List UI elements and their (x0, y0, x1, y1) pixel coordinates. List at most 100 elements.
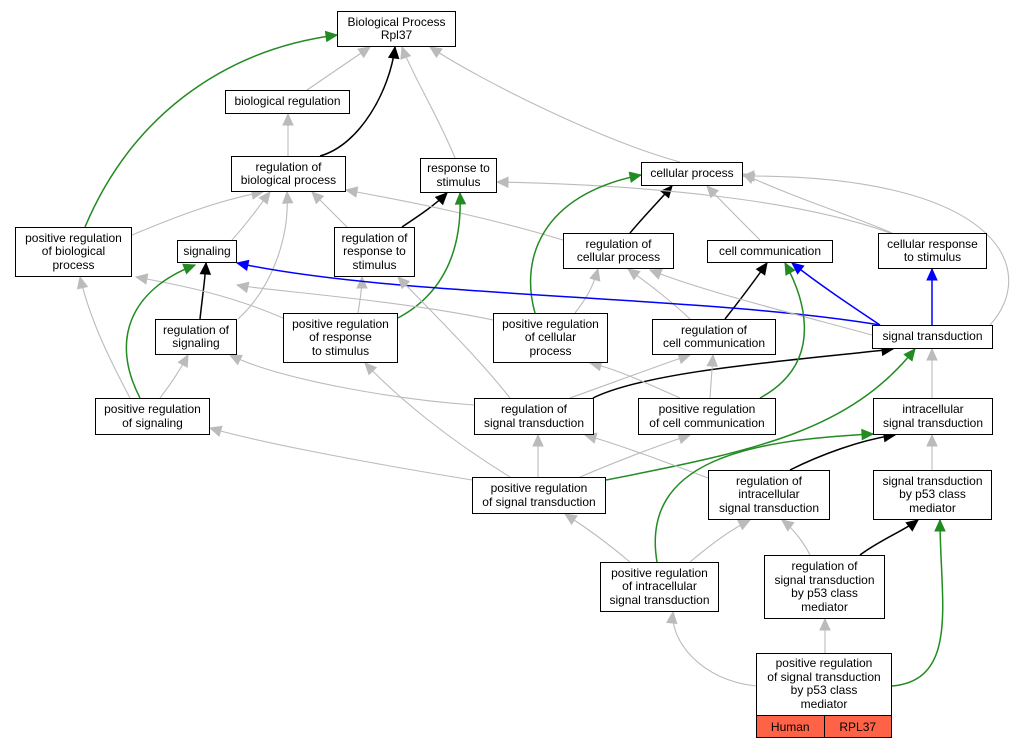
edge-arrowhead (737, 519, 752, 531)
node-label: positive regulation of signal transducti… (482, 481, 596, 509)
node-positive-regulation-of-cellular-process[interactable]: positive regulation of cellular process (493, 313, 608, 363)
gene-tag[interactable]: RPL37 (823, 716, 891, 737)
edge-arrowhead (357, 46, 371, 59)
node-label: cell communication (718, 243, 822, 258)
edge-arrowhead (677, 433, 692, 445)
edge-is-a (496, 181, 891, 234)
node-regulation-of-signal-transduction[interactable]: regulation of signal transduction (474, 398, 594, 435)
edge-is-a (564, 513, 631, 563)
node-positive-regulation-of-signal-transduction[interactable]: positive regulation of signal transducti… (472, 477, 606, 514)
node-regulation-of-signaling[interactable]: regulation of signaling (155, 319, 237, 355)
edge-arrowhead (741, 170, 755, 182)
edge-arrowhead (784, 261, 796, 276)
edge-arrowhead (781, 519, 795, 532)
node-cellular-process[interactable]: cellular process (641, 162, 743, 186)
node-signal-transduction-by-p53[interactable]: signal transduction by p53 class mediato… (873, 470, 992, 520)
edge-arrowhead (677, 353, 692, 365)
edge-arrowhead (926, 267, 938, 281)
node-label: intracellular signal transduction (882, 402, 984, 430)
node-label: signal transduction (882, 329, 983, 344)
edge-positively-regulates (529, 174, 642, 314)
edge-positively-regulates (759, 262, 806, 399)
edge-arrowhead (903, 348, 916, 362)
edge-is-a (79, 276, 131, 399)
edge-positively-regulates (891, 519, 944, 687)
node-signal-transduction[interactable]: signal transduction (872, 325, 993, 349)
edge-arrowhead (324, 30, 339, 43)
edge-positively-regulates (654, 433, 874, 563)
edge-is-a (401, 46, 456, 159)
edge-arrowhead (228, 354, 243, 366)
edge-is-a (229, 354, 475, 406)
edge-arrowhead (666, 610, 678, 625)
edge-positively-regulates (84, 34, 338, 228)
edge-arrowhead (861, 428, 875, 441)
node-label: positive regulation of cell communicatio… (649, 402, 765, 430)
edge-arrowhead (706, 185, 720, 199)
node-regulation-of-intracellular-signal-transduction[interactable]: regulation of intracellular signal trans… (708, 470, 830, 520)
node-label: positive regulation of response to stimu… (292, 316, 389, 358)
node-intracellular-signal-transduction[interactable]: intracellular signal transduction (873, 398, 993, 435)
node-regulation-of-cellular-process[interactable]: regulation of cellular process (563, 233, 674, 269)
node-positive-regulation-of-signal-transduction-by-p53[interactable]: positive regulation of signal transducti… (756, 653, 892, 738)
edge-arrowhead (628, 171, 643, 183)
edge-arrowhead (364, 362, 378, 376)
edge-positively-regulates (605, 348, 916, 481)
species-tag[interactable]: Human (757, 716, 824, 737)
edge-is-a (236, 284, 494, 321)
node-regulation-of-biological-process[interactable]: regulation of biological process (231, 156, 346, 192)
node-label: positive regulation of signal transducti… (767, 656, 881, 711)
node-cell-communication[interactable]: cell communication (707, 240, 833, 263)
node-positive-regulation-of-signaling[interactable]: positive regulation of signaling (95, 398, 210, 435)
edge-arrowhead (926, 433, 938, 447)
edge-arrowhead (282, 112, 294, 126)
edge-regulates (319, 46, 396, 157)
edge-is-a (429, 46, 681, 163)
node-label: regulation of signal transduction by p53… (774, 559, 875, 614)
edge-arrowhead (397, 276, 411, 290)
node-regulation-of-signal-transduction-by-p53[interactable]: regulation of signal transduction by p53… (764, 555, 885, 619)
edge-arrowhead (648, 268, 663, 280)
node-label: signal transduction by p53 class mediato… (882, 473, 983, 515)
node-label: regulation of response to stimulus (341, 230, 408, 272)
edge-arrowhead (344, 186, 359, 198)
node-biological-process-rpl37[interactable]: Biological Process Rpl37 (337, 11, 456, 47)
edge-is-a (579, 434, 691, 478)
node-label: response to stimulus (427, 161, 490, 189)
edge-arrowhead (627, 268, 641, 281)
edge-arrowhead (428, 46, 443, 59)
edge-arrowhead (905, 519, 919, 532)
node-label: biological regulation (234, 94, 341, 109)
edge-arrowhead (177, 353, 189, 368)
node-signaling[interactable]: signaling (177, 240, 237, 263)
node-cellular-response-to-stimulus[interactable]: cellular response to stimulus (878, 233, 987, 269)
edge-arrowhead (791, 262, 805, 275)
edge-is-a (397, 276, 511, 399)
edge-arrowhead (76, 275, 89, 290)
edge-arrowhead (182, 263, 197, 275)
edge-part-of (791, 262, 881, 326)
edge-arrowhead (281, 190, 294, 204)
edge-arrowhead (934, 518, 946, 532)
node-regulation-of-response-to-stimulus[interactable]: regulation of response to stimulus (334, 227, 415, 277)
node-biological-regulation[interactable]: biological regulation (225, 90, 350, 114)
node-positive-regulation-of-intracellular-signal-transduction[interactable]: positive regulation of intracellular sig… (600, 562, 719, 612)
edge-is-a (237, 191, 288, 320)
node-positive-regulation-of-response-to-stimulus[interactable]: positive regulation of response to stimu… (283, 313, 398, 363)
edge-arrowhead (706, 353, 718, 367)
node-label: positive regulation of cellular process (502, 316, 599, 358)
edge-arrowhead (755, 262, 768, 276)
node-response-to-stimulus[interactable]: response to stimulus (420, 158, 497, 193)
node-regulation-of-cell-communication[interactable]: regulation of cell communication (652, 319, 776, 355)
edge-is-a (345, 189, 564, 241)
node-positive-regulation-of-biological-process[interactable]: positive regulation of biological proces… (15, 227, 132, 277)
edge-arrowhead (134, 273, 149, 285)
edge-arrowhead (926, 347, 938, 361)
edge-is-a (742, 175, 1010, 326)
edge-arrowhead (660, 185, 673, 199)
node-label: Biological Process Rpl37 (347, 14, 446, 42)
node-positive-regulation-of-cell-communication[interactable]: positive regulation of cell communicatio… (638, 398, 776, 435)
node-label: signaling (183, 243, 231, 258)
edge-arrowhead (589, 267, 601, 282)
